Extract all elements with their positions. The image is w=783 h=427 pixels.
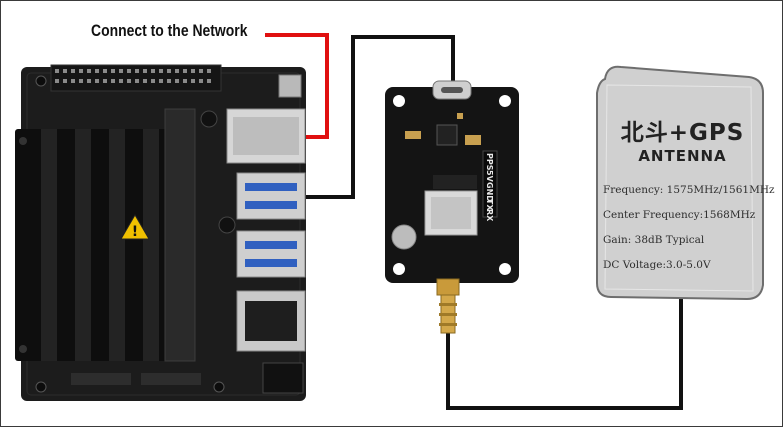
- gpio-pin: [63, 79, 67, 83]
- pin-header: [482, 150, 498, 218]
- warning-icon: [120, 214, 150, 240]
- gpio-pin: [191, 69, 195, 73]
- gpio-pin: [111, 79, 115, 83]
- heatsink: [15, 129, 175, 361]
- gpio-pin: [151, 69, 155, 73]
- gps-module: [385, 80, 519, 334]
- gpio-pin: [63, 69, 67, 73]
- gpio-pin: [95, 79, 99, 83]
- svg-text:!: !: [132, 224, 138, 240]
- pin-label-5v: 5V: [485, 170, 494, 182]
- usb-port-1: [236, 172, 306, 220]
- gpio-pin: [55, 69, 59, 73]
- gps-antenna: [596, 65, 764, 301]
- antenna-gain: Gain: 38dB Typical: [603, 234, 705, 246]
- gpio-pin: [79, 79, 83, 83]
- gpio-pin: [159, 79, 163, 83]
- gpio-pin: [55, 79, 59, 83]
- gpio-pin: [183, 79, 187, 83]
- gpio-pin: [207, 79, 211, 83]
- pin-label-pps: PPS: [485, 153, 494, 171]
- usb-cable: [303, 35, 455, 199]
- gpio-pin: [191, 79, 195, 83]
- gpio-pin: [103, 79, 107, 83]
- pin-label-rx: RX: [485, 209, 494, 222]
- gpio-pin: [175, 79, 179, 83]
- gpio-pin: [207, 69, 211, 73]
- gpio-pin: [167, 69, 171, 73]
- jetson-board: !: [15, 64, 306, 401]
- module-slot: [164, 108, 196, 362]
- antenna-voltage: DC Voltage:3.0-5.0V: [603, 259, 711, 271]
- gpio-pin: [111, 69, 115, 73]
- gpio-pin: [119, 79, 123, 83]
- sma-connector: [436, 278, 460, 296]
- gpio-pin: [143, 69, 147, 73]
- gpio-pin: [71, 69, 75, 73]
- gpio-header: [50, 64, 222, 92]
- network-cable: [265, 33, 329, 139]
- gpio-pin: [151, 79, 155, 83]
- gpio-pin: [87, 69, 91, 73]
- gpio-pin: [103, 69, 107, 73]
- gpio-pin: [127, 79, 131, 83]
- gpio-pin: [79, 69, 83, 73]
- usb-port-2: [236, 230, 306, 278]
- power-jack: [262, 362, 304, 394]
- gpio-pin: [199, 69, 203, 73]
- antenna-cable: [446, 297, 683, 410]
- antenna-subtitle: ANTENNA: [638, 147, 727, 165]
- gpio-pin: [71, 79, 75, 83]
- micro-usb-port: [278, 74, 302, 98]
- gpio-pin: [175, 69, 179, 73]
- gpio-pin: [135, 69, 139, 73]
- backup-battery: [391, 224, 417, 250]
- antenna-center-frequency: Center Frequency:1568MHz: [603, 209, 756, 221]
- antenna-frequency: Frequency: 1575MHz/1561MHz: [603, 184, 775, 196]
- gpio-pin: [95, 69, 99, 73]
- antenna-title: 北斗+GPS: [620, 120, 745, 146]
- gpio-pin: [167, 79, 171, 83]
- gpio-pin: [159, 69, 163, 73]
- gpio-pin: [199, 79, 203, 83]
- gpio-pin: [143, 79, 147, 83]
- gpio-pin: [119, 69, 123, 73]
- gpio-pin: [87, 79, 91, 83]
- gpio-pin: [127, 69, 131, 73]
- network-label: Connect to the Network: [91, 21, 248, 40]
- gpio-pin: [183, 69, 187, 73]
- gpio-pin: [135, 79, 139, 83]
